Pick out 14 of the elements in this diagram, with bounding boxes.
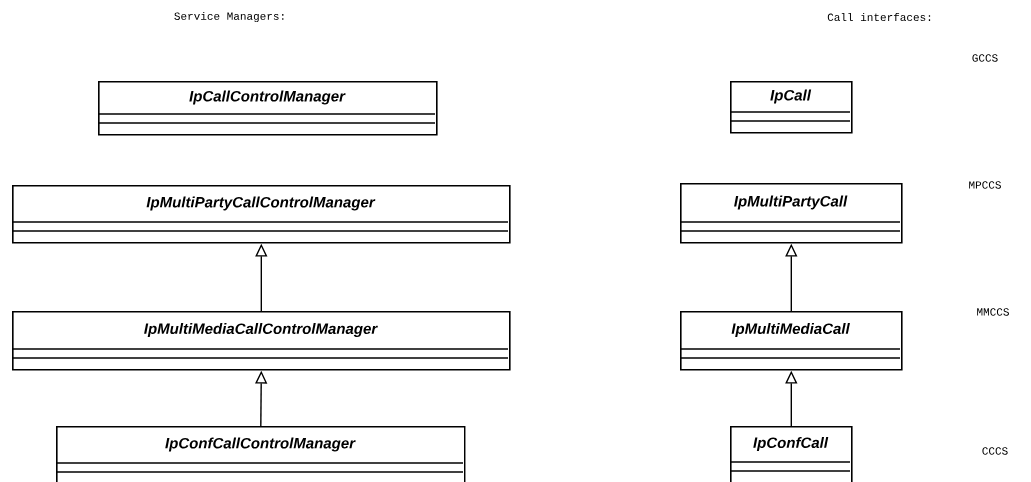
class-box: IpConfCallControlManager — [55, 426, 466, 482]
annotation: GCCS — [972, 54, 998, 62]
class-box: IpCall — [729, 81, 853, 134]
class-box: IpCallControlManager — [97, 81, 438, 136]
annotation: MMCCS — [977, 308, 1009, 316]
class-box: IpConfCall — [729, 426, 853, 482]
class-box: IpMultiPartyCall — [679, 183, 903, 244]
annotation: CCCS — [982, 447, 1008, 455]
class-box: IpMultiMediaCall — [679, 311, 903, 371]
class-box: IpMultiPartyCallControlManager — [11, 185, 511, 244]
class-box: IpMultiMediaCallControlManager — [11, 311, 511, 371]
annotation: MPCCS — [969, 181, 1001, 189]
annotation: Service Managers: — [174, 11, 284, 23]
annotation: Call interfaces: — [827, 12, 931, 22]
